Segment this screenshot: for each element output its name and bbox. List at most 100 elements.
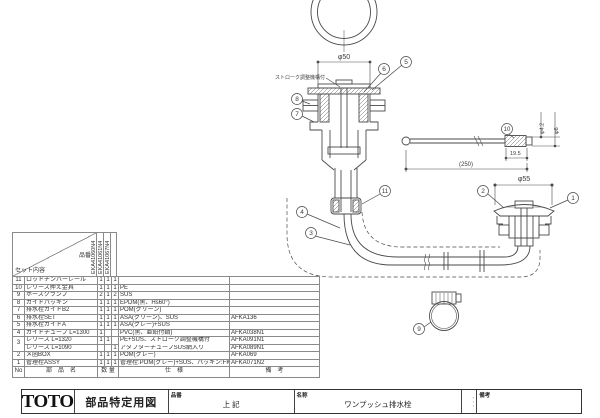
dim-phi55-text: φ55 (518, 176, 530, 183)
cell-qty: 2 (97, 292, 104, 300)
cell-remark (229, 322, 319, 330)
cell-qty: 1 (97, 359, 104, 367)
hinban-cell: 品番 上 記 (169, 390, 295, 413)
footer-no: No (14, 368, 23, 374)
model-number: EKA41061N4 (98, 240, 104, 274)
cell-spec: POM(グレー) (118, 352, 229, 360)
cell-no: 2 (13, 352, 24, 360)
callout-5-num: 5 (404, 59, 408, 66)
callout-1-num: 1 (571, 195, 575, 202)
cell-part-name: 排水栓ガイドA (24, 322, 97, 330)
cell-qty: 1 (97, 314, 104, 322)
callout-6-num: 6 (382, 66, 386, 73)
hinban-value: 上 記 (222, 400, 240, 409)
hinban-label: 品番 (170, 393, 182, 399)
cell-qty: 1 (104, 352, 111, 360)
parts-table: 品番 セット内容 EKA41060N4 EKA41061N4 EKA41067N… (12, 232, 320, 378)
hose-clamp (429, 291, 462, 331)
cell-qty: 1 (111, 299, 118, 307)
callout-11-num: 11 (382, 189, 389, 195)
title-block: TOTO 部品特定用図 品番 上 記 名称 ワンプッシュ排水栓 ・・・ 備考 (21, 389, 582, 414)
cell-spec: ASA(グリーン)、SUS (118, 314, 229, 322)
cell-spec (118, 277, 229, 285)
rod-dims (404, 112, 560, 172)
cell-remark (229, 292, 319, 300)
cell-qty: 1 (104, 314, 111, 322)
cell-no: 5 (13, 322, 24, 330)
stroke-note: ストローク調整機構付 (275, 74, 325, 81)
cell-no: 11 (13, 277, 24, 285)
cell-spec: ASA(グレー)+SUS (118, 322, 229, 330)
cell-remark (229, 277, 319, 285)
cell-part-name: レリース L=1320 (24, 337, 97, 345)
cell-remark (229, 299, 319, 307)
cell-qty (97, 344, 104, 352)
cell-part-name: 排水栓SET (24, 314, 97, 322)
cell-spec: POM(グリーン) (118, 307, 229, 315)
cell-spec: EPDM(黒、Hs60°) (118, 299, 229, 307)
callout-7-num: 7 (295, 111, 299, 118)
cell-qty (104, 344, 111, 352)
cell-qty: 2 (111, 292, 118, 300)
cell-no: 8 (13, 300, 24, 307)
cell-remark: AFKA071N2 (229, 359, 319, 367)
cell-remark: AFKA089N1 (229, 344, 319, 352)
cell-qty: 1 (111, 314, 118, 322)
cell-qty: 1 (104, 322, 111, 330)
cell-qty: 1 (104, 307, 111, 315)
cell-part-name: ホースクランプ (24, 292, 97, 300)
cell-part-name: レリース L=1090 (24, 344, 97, 352)
header-spacer (117, 232, 320, 277)
parts-table-header: 品番 セット内容 EKA41060N4 EKA41061N4 EKA41067N… (12, 232, 320, 277)
cell-part-name: ガイドパッキン (24, 299, 97, 307)
corner-label-hinban: 品番 (78, 253, 91, 259)
cell-part-name: レリース押え金具 (24, 284, 97, 292)
cell-qty: 1 (97, 337, 104, 345)
cell-qty (111, 329, 118, 337)
callout-3-num: 3 (309, 230, 313, 237)
cell-remark: AFKA091N1 (229, 337, 319, 345)
dim-195-text: 19.5 (510, 151, 521, 157)
meisho-cell: 名称 ワンプッシュ排水栓 (295, 390, 463, 413)
model-column-header: EKA41060N4 (91, 232, 103, 277)
dim-phi6-text: φ6 (554, 127, 560, 134)
cell-spec: PVC(黒、亜鉛付鋼) (118, 329, 229, 337)
model-number: EKA41060N4 (91, 240, 97, 274)
cell-part-name: メ函BOX (24, 352, 97, 360)
cell-qty: 1 (104, 284, 111, 292)
table-corner-cell: 品番 セット内容 (12, 232, 96, 277)
dim-250-text: (250) (459, 162, 473, 168)
footer-qty: 数 量 (97, 367, 118, 377)
parts-table-footer: No 部 品 名 数 量 仕 様 備 考 (12, 367, 320, 378)
cell-no: 6 (13, 315, 24, 322)
cell-no: 7 (13, 307, 24, 315)
model-number: EKA41067N4 (105, 240, 111, 274)
guide-tube-dashed (286, 198, 541, 278)
meisho-value: ワンプッシュ排水栓 (344, 400, 412, 409)
connection-tube (343, 213, 531, 272)
cell-part-name: 管理栓ASSY (24, 359, 97, 367)
cell-qty: 1 (111, 322, 118, 330)
cell-no: 4 (13, 330, 24, 337)
footer-spec: 仕 様 (118, 367, 229, 377)
note-leader (325, 77, 341, 88)
dim-phi42-text: φ4.2 (540, 123, 546, 134)
cell-remark: AFKA038N1 (229, 329, 319, 337)
meisho-label: 名称 (296, 393, 308, 399)
cell-qty: 1 (104, 277, 111, 285)
biko-cell: 備考 (477, 390, 581, 413)
cell-remark: AFKA136 (229, 314, 319, 322)
scale-text: ・・・ (471, 396, 477, 408)
toto-logo: TOTO (22, 390, 75, 413)
cell-spec: PE (118, 284, 229, 292)
cell-qty (111, 337, 118, 345)
